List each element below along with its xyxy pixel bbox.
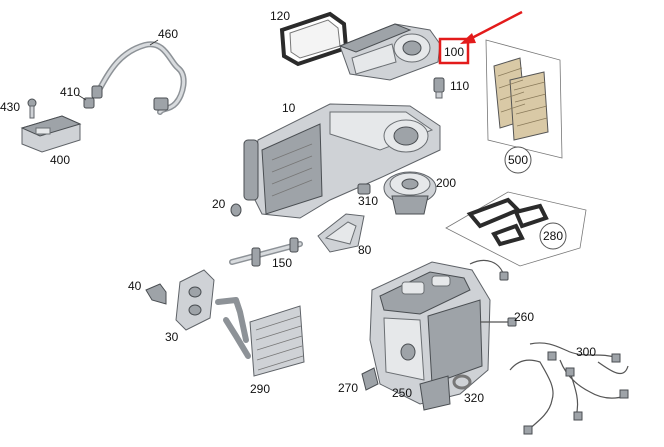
callout-100: 100 (444, 45, 464, 59)
callout-500: 500 (508, 153, 528, 167)
part-80-flap-cover[interactable] (317, 213, 365, 253)
part-460-hose[interactable] (91, 41, 187, 115)
callout-300: 300 (576, 345, 596, 359)
leader-410 (77, 94, 87, 101)
callout-460: 460 (158, 27, 178, 41)
callout-430: 430 (0, 100, 20, 114)
part-40-connector[interactable] (145, 283, 167, 305)
callout-120: 120 (270, 9, 290, 23)
part-280-seals[interactable] (445, 191, 587, 267)
part-10-upper-housing[interactable] (243, 103, 441, 219)
callout-circle-280 (539, 222, 567, 250)
callout-10: 10 (282, 101, 296, 115)
callout-40: 40 (128, 279, 142, 293)
part-150-pipe[interactable] (229, 237, 303, 267)
part-430-screw[interactable] (27, 98, 37, 119)
part-300-wiring-harness[interactable] (509, 342, 629, 435)
part-400-control-module[interactable] (20, 115, 82, 153)
callout-290: 290 (250, 382, 270, 396)
part-270-actuator[interactable] (361, 367, 379, 391)
callout-30: 30 (165, 330, 179, 344)
callout-150: 150 (272, 256, 292, 270)
callout-400: 400 (50, 153, 70, 167)
callout-320: 320 (464, 391, 484, 405)
part-250-lower-housing[interactable] (369, 261, 491, 411)
highlight-box-100 (438, 37, 470, 65)
part-30-flange[interactable] (175, 269, 215, 331)
part-260-sensor[interactable] (469, 259, 517, 327)
callout-280: 280 (543, 229, 563, 243)
callout-20: 20 (212, 197, 226, 211)
callout-270: 270 (338, 381, 358, 395)
callout-410: 410 (60, 85, 80, 99)
callout-80: 80 (358, 243, 372, 257)
part-410-clip[interactable] (83, 97, 95, 109)
callout-200: 200 (436, 176, 456, 190)
callout-110: 110 (450, 79, 469, 93)
part-320-clamp[interactable] (452, 374, 472, 390)
part-290-heater-core[interactable] (215, 297, 305, 377)
callout-260: 260 (514, 310, 534, 324)
highlight-arrow (460, 10, 523, 44)
leader-460 (149, 39, 159, 46)
part-500-cabin-filters[interactable] (485, 39, 563, 159)
callout-circle-500 (504, 146, 532, 174)
part-200-blower-motor[interactable] (383, 171, 437, 215)
callout-250: 250 (392, 386, 412, 400)
part-20-grommet[interactable] (230, 203, 242, 217)
part-120-gasket[interactable] (279, 11, 349, 67)
callout-310: 310 (358, 194, 378, 208)
part-110-sensor[interactable] (433, 77, 445, 99)
part-310-actuator[interactable] (357, 183, 371, 195)
part-100-housing-cover[interactable] (338, 23, 441, 81)
